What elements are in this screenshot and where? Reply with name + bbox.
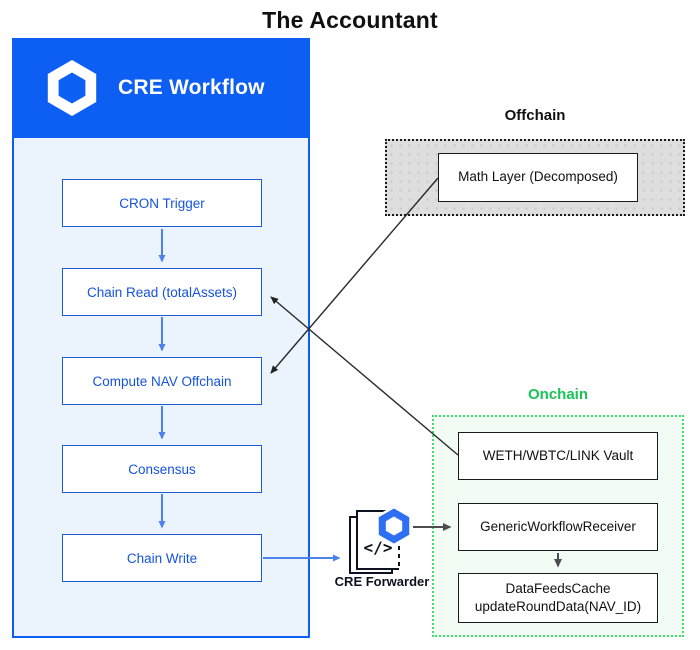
step-chain-write: Chain Write	[62, 534, 262, 582]
cre-forwarder-label: CRE Forwarder	[334, 574, 430, 589]
chainlink-logo-icon	[47, 60, 97, 116]
offchain-section-label: Offchain	[504, 107, 566, 124]
code-glyph: </>	[364, 538, 393, 557]
page-title: The Accountant	[262, 7, 438, 33]
vault-box: WETH/WBTC/LINK Vault	[458, 432, 658, 480]
front-page-icon	[356, 510, 399, 570]
generic-workflow-receiver-box: GenericWorkflowReceiver	[458, 503, 658, 551]
chainlink-badge-icon	[376, 505, 412, 547]
datafeeds-cache-box: DataFeedsCache updateRoundData(NAV_ID)	[458, 573, 658, 623]
math-layer-box: Math Layer (Decomposed)	[438, 153, 638, 202]
step-cron-trigger: CRON Trigger	[62, 179, 262, 227]
step-consensus: Consensus	[62, 445, 262, 493]
step-chain-read: Chain Read (totalAssets)	[62, 268, 262, 316]
back-page-icon	[349, 516, 393, 574]
panel-title: CRE Workflow	[118, 76, 265, 99]
cre-workflow-header: CRE Workflow	[12, 38, 310, 138]
datafeeds-cache-call: updateRoundData(NAV_ID)	[474, 599, 642, 614]
step-compute-nav-offchain: Compute NAV Offchain	[62, 357, 262, 405]
cre-forwarder-icon: </>	[349, 505, 412, 574]
onchain-section-label: Onchain	[527, 386, 588, 403]
datafeeds-cache-name: DataFeedsCache	[505, 580, 611, 596]
